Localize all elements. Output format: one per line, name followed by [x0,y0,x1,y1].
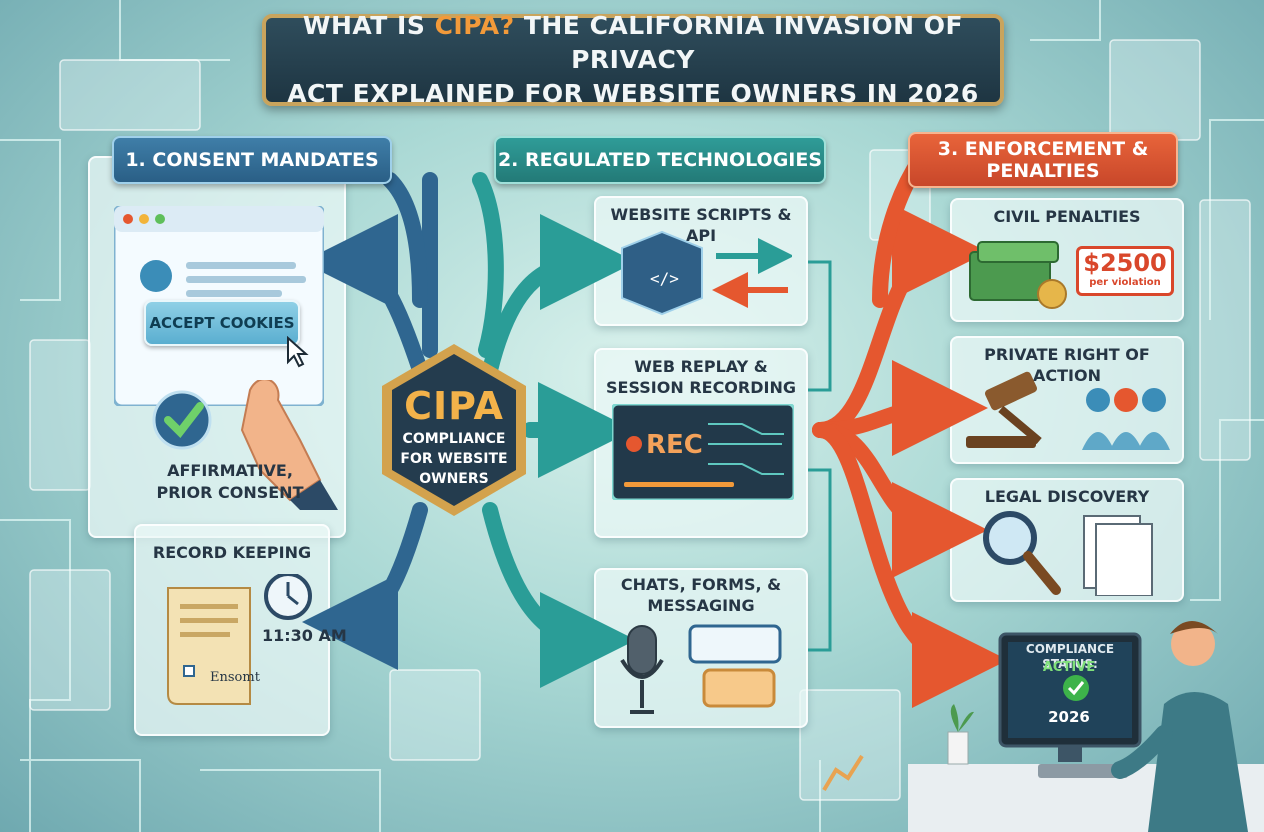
session-title-line-1: WEB REPLAY & [634,357,768,376]
gavel-people-icon [966,371,1170,450]
chats-title-line-2: MESSAGING [647,596,755,615]
penalty-amount: $2500 [1083,249,1167,277]
accept-cookies-button[interactable]: ACCEPT COOKIES [144,300,300,346]
compliance-status-year: 2026 [1048,708,1090,726]
record-doc-text: Ensomt [210,670,260,685]
enforcement-header-line1: 3. ENFORCEMENT & [937,138,1149,160]
cipa-center-label: CIPA COMPLIANCE FOR WEBSITE OWNERS [378,384,530,488]
title-suffix: THE CALIFORNIA INVASION OF PRIVACY [523,11,964,74]
compliance-desk-scene [908,621,1264,832]
session-recording-title: WEB REPLAY & SESSION RECORDING [596,356,806,398]
money-stack-icon [969,241,1067,309]
session-title-line-2: SESSION RECORDING [606,378,796,397]
compliance-status-title: COMPLIANCE STATUS: [1025,642,1115,671]
cipa-main: CIPA [404,384,504,428]
title-line-1: WHAT IS CIPA? THE CALIFORNIA INVASION OF… [266,9,1000,77]
title-prefix: WHAT IS [302,11,426,40]
scripts-api-title: WEBSITE SCRIPTS & API [610,205,792,245]
consent-line-2: PRIOR CONSENT [156,483,304,502]
civil-penalties-title: CIVIL PENALTIES [993,207,1141,226]
chats-forms-title: CHATS, FORMS, & MESSAGING [596,574,806,616]
penalty-badge: $2500 per violation [1076,246,1174,296]
title-banner: WHAT IS CIPA? THE CALIFORNIA INVASION OF… [262,11,1004,108]
consent-header: 1. CONSENT MANDATES [112,136,392,184]
record-time: 11:30 AM [262,626,347,645]
cipa-center-shield-icon [382,344,526,516]
penalty-unit: per violation [1089,277,1161,288]
scroll-document-clock-icon [167,574,312,705]
enforcement-header-line2: PENALTIES [986,160,1100,182]
title-line-2: ACT EXPLAINED FOR WEBSITE OWNERS IN 2026 [287,79,979,108]
microphone-chat-bubbles-icon [620,624,782,714]
private-right-title: PRIVATE RIGHT OF ACTION [984,345,1150,385]
magnifier-documents-icon [983,511,1153,596]
title-accent: CIPA? [434,11,515,40]
record-keeping-title: RECORD KEEPING [152,543,312,562]
compliance-status-value: ACTIVE [1042,660,1096,675]
cipa-sub-3: OWNERS [419,471,489,487]
cipa-sub-1: COMPLIANCE [402,431,506,447]
technologies-header: 2. REGULATED TECHNOLOGIES [494,136,826,184]
legal-discovery-title: LEGAL DISCOVERY [984,487,1150,506]
rec-label: REC [646,430,703,460]
cipa-sub-2: FOR WEBSITE [400,451,508,467]
affirmative-consent-label: AFFIRMATIVE, PRIOR CONSENT [150,460,310,504]
enforcement-header: 3. ENFORCEMENT & PENALTIES [908,132,1178,188]
recording-screen-icon [612,404,794,500]
consent-hand-check-icon [152,380,338,510]
mouse-cursor-icon [287,336,309,368]
code-cube-api-icon: </> [621,230,792,316]
chats-title-line-1: CHATS, FORMS, & [620,575,782,594]
consent-line-1: AFFIRMATIVE, [167,461,293,480]
svg-text:</>: </> [650,269,679,288]
